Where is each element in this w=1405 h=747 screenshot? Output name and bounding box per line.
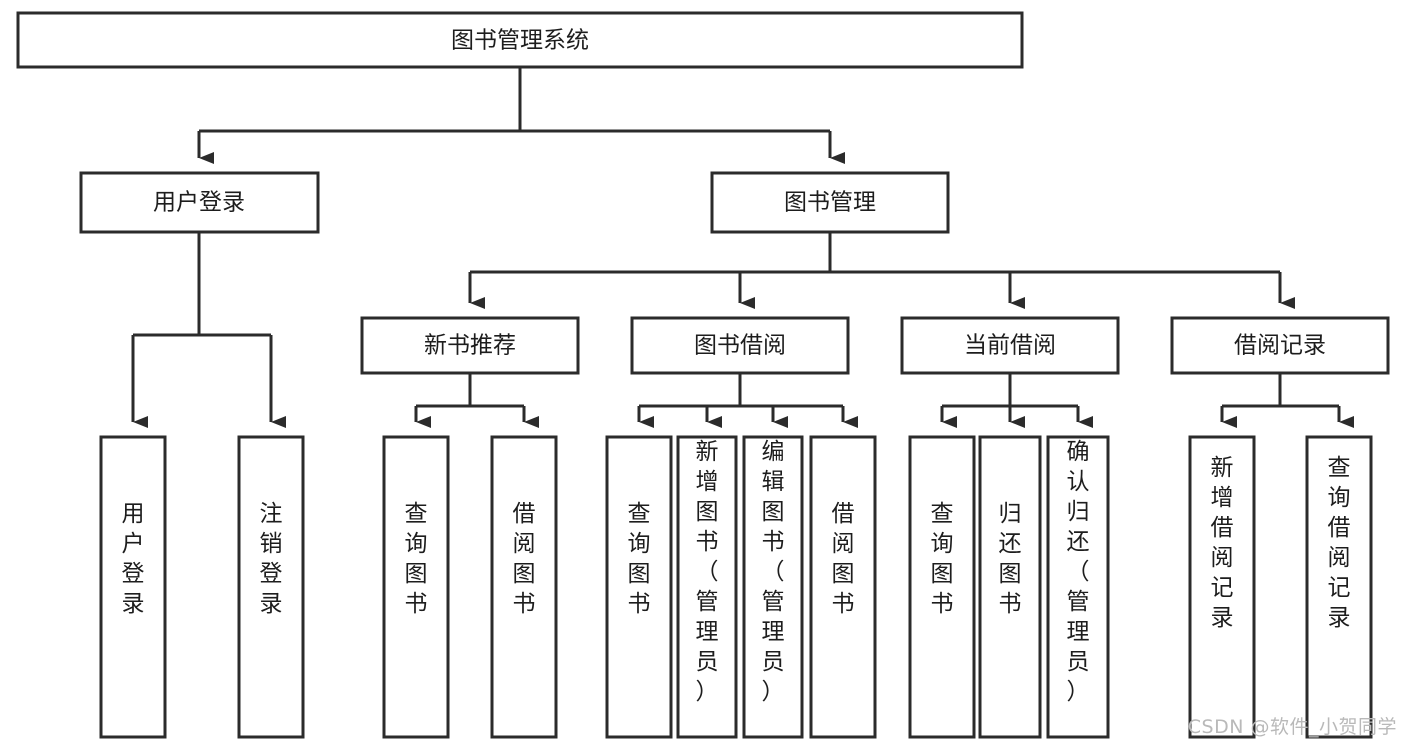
connector-group-user-login	[131, 232, 286, 428]
node-book-borrow-box[interactable]	[630, 316, 850, 375]
connector-group-borrow-record	[1220, 373, 1354, 428]
leaf-current-borrow-1-box[interactable]	[908, 435, 976, 739]
node-user-login-box[interactable]	[79, 171, 320, 234]
node-current-borrow-label: 当前借阅	[964, 333, 1056, 359]
node-borrow-record[interactable]: 借阅记录	[1170, 316, 1390, 375]
leaf-book-borrow-2[interactable]: 新增图书（管理员）	[676, 435, 738, 739]
leaf-user-login-1-box[interactable]	[99, 435, 167, 739]
node-book-borrow[interactable]: 图书借阅	[630, 316, 850, 375]
leaf-book-borrow-3-label: 编辑图书（管理员）	[762, 439, 785, 705]
leaf-borrow-record-1-label: 新增借阅记录	[1211, 455, 1234, 631]
leaf-current-borrow-1[interactable]: 查询图书	[908, 435, 976, 739]
leaf-current-borrow-2[interactable]: 归还图书	[978, 435, 1042, 739]
node-borrow-record-box[interactable]	[1170, 316, 1390, 375]
leaf-book-borrow-3-box[interactable]	[742, 435, 804, 739]
leaf-new-book-2[interactable]: 借阅图书	[490, 435, 558, 739]
node-root-label: 图书管理系统	[451, 28, 589, 54]
leaf-new-book-1-box[interactable]	[382, 435, 450, 739]
node-user-login[interactable]: 用户登录	[79, 171, 320, 234]
leaf-book-borrow-3[interactable]: 编辑图书（管理员）	[742, 435, 804, 739]
leaf-current-borrow-3-label: 确认归还（管理员）	[1067, 439, 1090, 705]
node-borrow-record-label: 借阅记录	[1234, 333, 1326, 359]
leaf-borrow-record-2-label: 查询借阅记录	[1328, 455, 1351, 631]
leaf-book-borrow-4-box[interactable]	[809, 435, 877, 739]
leaf-book-borrow-4[interactable]: 借阅图书	[809, 435, 877, 739]
leaf-new-book-1[interactable]: 查询图书	[382, 435, 450, 739]
leaf-borrow-record-2-box[interactable]	[1305, 435, 1373, 739]
leaf-current-borrow-2-box[interactable]	[978, 435, 1042, 739]
leaf-user-login-1-label: 用户登录	[122, 501, 145, 617]
leaf-user-login-2-box[interactable]	[237, 435, 305, 739]
connector-group-root	[197, 67, 845, 164]
connector-group-new-book	[414, 373, 539, 428]
leaf-borrow-record-1-box[interactable]	[1188, 435, 1256, 739]
leaf-book-borrow-2-box[interactable]	[676, 435, 738, 739]
connector-group-book-manage	[468, 232, 1295, 309]
leaf-borrow-record-1[interactable]: 新增借阅记录	[1188, 435, 1256, 739]
node-book-manage-label: 图书管理	[784, 190, 876, 216]
node-book-manage-box[interactable]	[710, 171, 950, 234]
node-current-borrow-box[interactable]	[900, 316, 1120, 375]
leaf-current-borrow-3[interactable]: 确认归还（管理员）	[1046, 435, 1110, 739]
leaf-user-login-2-label: 注销登录	[260, 501, 283, 617]
node-new-book-recommend-label: 新书推荐	[424, 333, 516, 359]
node-root-box[interactable]	[16, 11, 1024, 69]
leaf-book-borrow-4-label: 借阅图书	[832, 501, 855, 617]
node-new-book-recommend[interactable]: 新书推荐	[360, 316, 580, 375]
leaf-current-borrow-2-label: 归还图书	[999, 501, 1022, 617]
connector-group-book-borrow	[637, 373, 858, 428]
leaf-current-borrow-1-label: 查询图书	[931, 501, 954, 617]
leaf-user-login-2[interactable]: 注销登录	[237, 435, 305, 739]
node-root[interactable]: 图书管理系统	[16, 11, 1024, 69]
leaf-book-borrow-1-box[interactable]	[605, 435, 673, 739]
node-book-manage[interactable]: 图书管理	[710, 171, 950, 234]
leaf-book-borrow-1-label: 查询图书	[628, 501, 651, 617]
node-current-borrow[interactable]: 当前借阅	[900, 316, 1120, 375]
leaf-new-book-1-label: 查询图书	[405, 501, 428, 617]
leaf-new-book-2-box[interactable]	[490, 435, 558, 739]
leaf-user-login-1[interactable]: 用户登录	[99, 435, 167, 739]
connector-group-current-borrow	[940, 373, 1093, 428]
leaf-borrow-record-2[interactable]: 查询借阅记录	[1305, 435, 1373, 739]
leaf-current-borrow-3-box[interactable]	[1046, 435, 1110, 739]
node-new-book-recommend-box[interactable]	[360, 316, 580, 375]
leaf-book-borrow-2-label: 新增图书（管理员）	[696, 439, 719, 705]
leaf-book-borrow-1[interactable]: 查询图书	[605, 435, 673, 739]
node-book-borrow-label: 图书借阅	[694, 333, 786, 359]
leaf-new-book-2-label: 借阅图书	[513, 501, 536, 617]
node-user-login-label: 用户登录	[153, 190, 245, 216]
